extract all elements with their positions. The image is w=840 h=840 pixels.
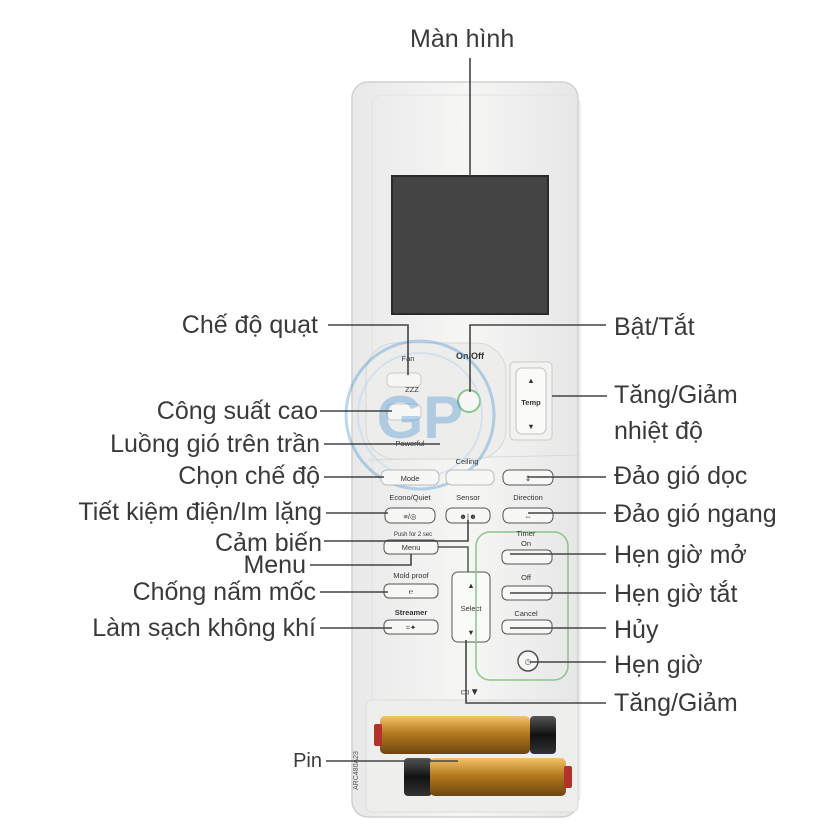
temp-rocker[interactable] [515, 367, 547, 435]
temp-down-icon: ▼ [527, 422, 534, 431]
mode-label: Mode [401, 474, 420, 483]
leader-sensor [324, 520, 469, 542]
callout-select-adjust: Tăng/Giảm [614, 689, 738, 717]
callout-mold-proof: Chống nấm mốc [132, 578, 316, 606]
battery-bottom-cap [404, 758, 432, 796]
leader-fan-mode [328, 324, 409, 375]
leader-menu [310, 554, 412, 566]
callout-powerful: Công suất cao [156, 397, 318, 425]
econo-quiet-label: Econo/Quiet [389, 493, 431, 502]
callout-power: Bật/Tắt [614, 313, 695, 341]
timer-off-label: Off [521, 573, 532, 582]
ceiling-button[interactable] [445, 469, 495, 486]
callout-sensor: Cảm biến [215, 529, 322, 557]
callout-menu: Menu [243, 551, 306, 579]
battery-indicator-icon: ▭▼ [460, 687, 479, 698]
push-2sec-label: Push for 2 sec [394, 532, 432, 538]
callout-temp-adjust-2: nhiệt độ [614, 417, 703, 445]
callout-fan-mode: Chế độ quạt [181, 311, 318, 339]
battery-top-body [380, 716, 530, 754]
lower-buttons: Push for 2 sec Menu Mold proof ℮ Streame… [383, 529, 569, 698]
callout-cancel: Hủy [614, 616, 659, 644]
callout-vertical-swing: Đảo gió dọc [614, 462, 748, 490]
battery-bottom-body [430, 758, 566, 796]
callout-temp-adjust: Tăng/Giảm [614, 381, 738, 409]
select-up-icon: ▲ [467, 581, 474, 590]
temp-label: Temp [521, 398, 541, 407]
timer-label: Timer [517, 529, 536, 538]
mold-proof-button[interactable] [383, 583, 439, 599]
timer-panel [475, 531, 569, 681]
streamer-label: Streamer [395, 608, 428, 617]
streamer-icon: ≈✦ [406, 623, 417, 632]
callout-battery: Pin [293, 750, 322, 772]
battery-bottom-terminal [564, 766, 572, 788]
ceiling-label: Ceiling [456, 457, 479, 466]
select-rocker[interactable] [451, 571, 491, 643]
lcd-screen [391, 175, 549, 315]
leader-lines [310, 58, 607, 762]
sensor-icon: ☻|☻ [459, 512, 477, 521]
econo-quiet-button[interactable] [384, 507, 436, 524]
callout-mode-select: Chọn chế độ [178, 462, 320, 490]
fan-button[interactable] [386, 372, 422, 388]
direction-label: Direction [513, 493, 543, 502]
horizontal-swing-icon: ⇔ [524, 512, 532, 521]
streamer-button[interactable] [383, 619, 439, 635]
temp-up-icon: ▲ [527, 376, 534, 385]
middle-buttons: Ceiling Mode ⇕ Econo/Quiet Sensor Direct… [380, 457, 554, 524]
watermark-ring-icon [344, 339, 496, 491]
model-code: ARC480A23 [353, 751, 360, 790]
battery-bottom [404, 758, 572, 796]
timer-on-button[interactable] [501, 549, 553, 565]
watermark-letters: GP [377, 384, 464, 451]
menu-label: Menu [402, 543, 421, 552]
econo-quiet-icon: ≡/◎ [403, 512, 416, 521]
timer-clock-button[interactable] [517, 650, 539, 672]
vertical-swing-icon: ⇕ [525, 474, 531, 483]
zzz-label: ZZZ [405, 385, 419, 394]
battery-top-cap [530, 716, 556, 754]
callout-ceiling-airflow: Luồng gió trên trần [110, 430, 320, 458]
watermark-logo: GP [344, 339, 496, 491]
cancel-button[interactable] [501, 619, 553, 635]
callout-air-clean: Làm sạch không khí [92, 614, 316, 642]
battery-top-terminal [374, 724, 382, 746]
callout-timer-on: Hẹn giờ mở [614, 541, 747, 569]
callout-timer-off: Hẹn giờ tắt [614, 580, 738, 608]
menu-connector [438, 546, 469, 572]
select-down-icon: ▼ [467, 628, 474, 637]
leader-select [465, 640, 606, 704]
select-label: Select [461, 604, 483, 613]
leader-power [469, 324, 606, 392]
battery-top [374, 716, 556, 754]
clock-icon: ◷ [525, 657, 532, 666]
powerful-button[interactable] [386, 403, 422, 421]
sensor-label: Sensor [456, 493, 480, 502]
callout-horizontal-swing: Đảo gió ngang [614, 500, 777, 528]
cancel-label: Cancel [514, 609, 538, 618]
callout-screen: Màn hình [410, 25, 515, 53]
callout-timer: Hẹn giờ [614, 651, 703, 679]
on-off-button[interactable] [457, 389, 481, 413]
mold-proof-icon: ℮ [409, 587, 414, 596]
upper-buttons-frame [365, 342, 507, 460]
mold-proof-label: Mold proof [393, 571, 429, 580]
timer-on-label: On [521, 539, 531, 548]
horizontal-swing-button[interactable] [502, 507, 554, 524]
callout-econo-quiet: Tiết kiệm điện/Im lặng [78, 498, 322, 526]
